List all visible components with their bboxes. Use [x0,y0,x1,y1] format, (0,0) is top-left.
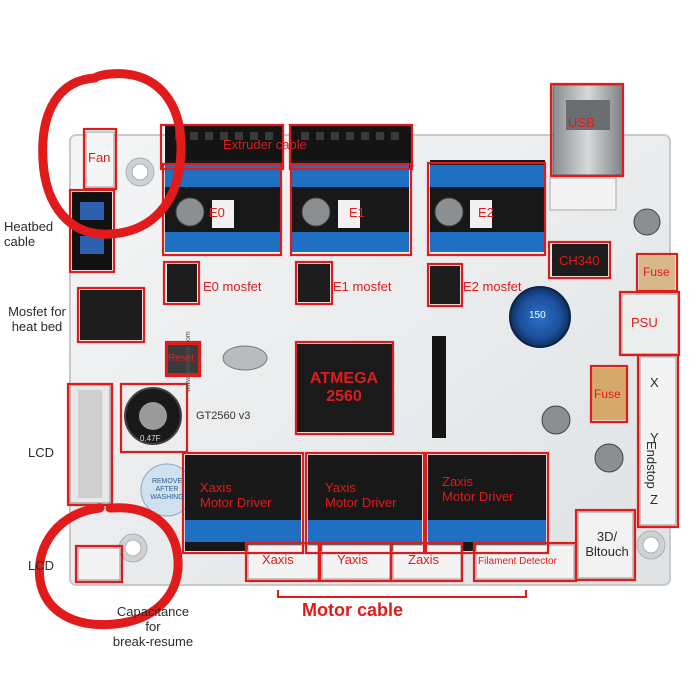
fuse-right [592,368,626,420]
endstop-connector [639,356,677,526]
label-lcd-bottom: LCD [28,558,55,573]
label-extruder-cable: Extruder cable [223,137,307,152]
supercap-rating: 0.47F [140,434,161,443]
bltouch-connector [577,511,634,579]
label-xaxis-driver: Xaxis Motor Driver [200,480,272,510]
label-psu: PSU [631,315,658,330]
inductor [509,286,571,348]
label-e2: E2 [478,205,494,220]
label-bltouch: 3D/ Bltouch [585,529,629,559]
label-e1-mosfet: E1 mosfet [333,279,392,294]
crystal [222,345,268,371]
label-e0-mosfet: E0 mosfet [203,279,262,294]
label-ch340: CH340 [559,253,600,268]
label-e1: E1 [349,205,365,220]
label-reset: Reset [168,353,195,364]
fan-circle-marker [38,69,186,239]
label-zaxis-driver: Zaxis Motor Driver [442,474,514,504]
fuse-top [639,256,675,290]
remove-sticker-text: REMOVE AFTER WASHING [150,478,184,502]
board-model-text: GT2560 v3 [196,410,251,422]
label-fan: Fan [88,150,111,165]
label-e2-mosfet: E2 mosfet [463,279,522,294]
label-endstop: Endstop [644,441,659,489]
psu-connector [621,293,679,355]
motor-connectors [77,544,575,581]
label-mosfet-heat-bed: Mosfet for heat bed [8,304,66,334]
label-yaxis-driver: Yaxis Motor Driver [325,480,397,510]
motor-cable-bracket [277,590,527,598]
label-capacitance: Capacitance for break-resume [112,604,194,649]
ch340-chip [552,244,608,276]
label-filament-detector: Filament Detector [478,556,557,567]
label-usb: USB [568,115,595,130]
label-lcd-top: LCD [28,445,55,460]
mosfets [80,264,460,340]
label-heatbed-cable: Heatbed cable [4,219,54,249]
lcd-circle-marker [34,503,183,630]
label-xaxis: Xaxis [262,552,294,567]
atmega-chip [296,344,392,432]
label-e0: E0 [209,205,225,220]
inductor-text: 150 [529,310,546,321]
label-fuse-top: Fuse [643,265,670,279]
label-fuse-right: Fuse [594,387,621,401]
label-motor-cable: Motor cable [302,600,404,620]
label-y: Y [650,430,659,445]
label-atmega: ATMEGA 2560 [309,370,379,405]
label-x: X [650,375,659,390]
label-yaxis: Yaxis [337,552,368,567]
white-connector-top-right [549,177,617,211]
axis-driver-sockets [185,455,546,551]
label-z: Z [650,492,658,507]
label-zaxis: Zaxis [408,552,440,567]
fan-connector [85,131,115,188]
board-website-text: www.geeetech.com [185,331,192,392]
pin-header-column [432,336,446,438]
